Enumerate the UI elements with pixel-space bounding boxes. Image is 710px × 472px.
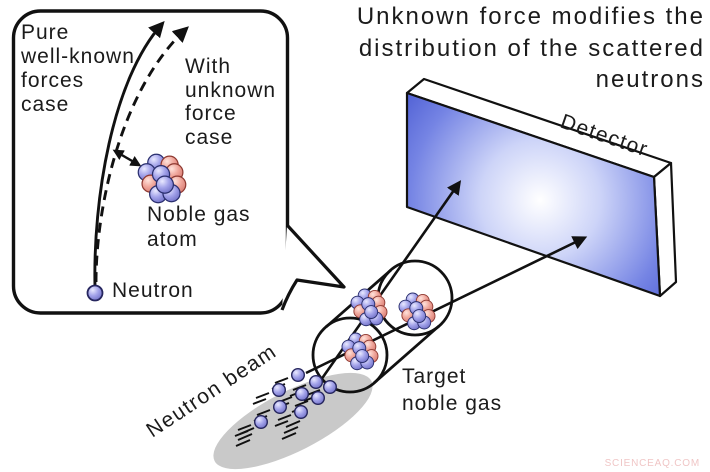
- cylinder-front-rim: [311, 316, 389, 394]
- neutron-icon: [86, 284, 104, 302]
- noble-gas-atom-label: Noble gas atom: [147, 203, 251, 252]
- label-line: case: [21, 93, 70, 116]
- known-forces-trajectory-arrow: [93, 21, 165, 288]
- detector-panel: [405, 77, 678, 298]
- known-forces-case-label: Pure well-known forces case: [21, 21, 135, 117]
- unknown-force-case-label: With unknown force case: [185, 55, 276, 149]
- title-line: Unknown force modifies the: [356, 3, 705, 30]
- label-line: unknown: [185, 78, 277, 102]
- inset-bubble: [11, 9, 346, 315]
- label-line: case: [185, 125, 234, 149]
- target-noble-gas-label: Target noble gas: [402, 364, 502, 417]
- label-line: well-known: [21, 45, 135, 68]
- neutron-label: Neutron: [112, 279, 194, 302]
- watermark: SCIENCEAQ.COM: [604, 458, 700, 469]
- title-line: distribution of the scattered: [358, 34, 705, 62]
- diagram-title: Unknown force modifies the distribution …: [357, 1, 705, 96]
- unknown-force-trajectory-arrow: [94, 26, 189, 283]
- inset-bubble-tail: [280, 223, 346, 311]
- detector-front-face: [405, 91, 662, 298]
- label-line: noble gas: [402, 391, 503, 415]
- label-line: forces: [21, 69, 85, 92]
- label-line: Pure: [21, 21, 70, 44]
- noble-gas-atom-icon: [341, 332, 379, 371]
- beam-glow: [213, 372, 373, 470]
- label-line: atom: [147, 227, 198, 251]
- title-line: neutrons: [595, 66, 705, 93]
- label-line: With: [185, 55, 231, 78]
- label-line: Noble gas: [147, 203, 251, 226]
- label-line: force: [185, 102, 237, 125]
- scattered-neutron-arrow-left: [314, 180, 462, 388]
- deflection-double-arrow: [112, 149, 142, 167]
- label-line: Target: [402, 365, 467, 388]
